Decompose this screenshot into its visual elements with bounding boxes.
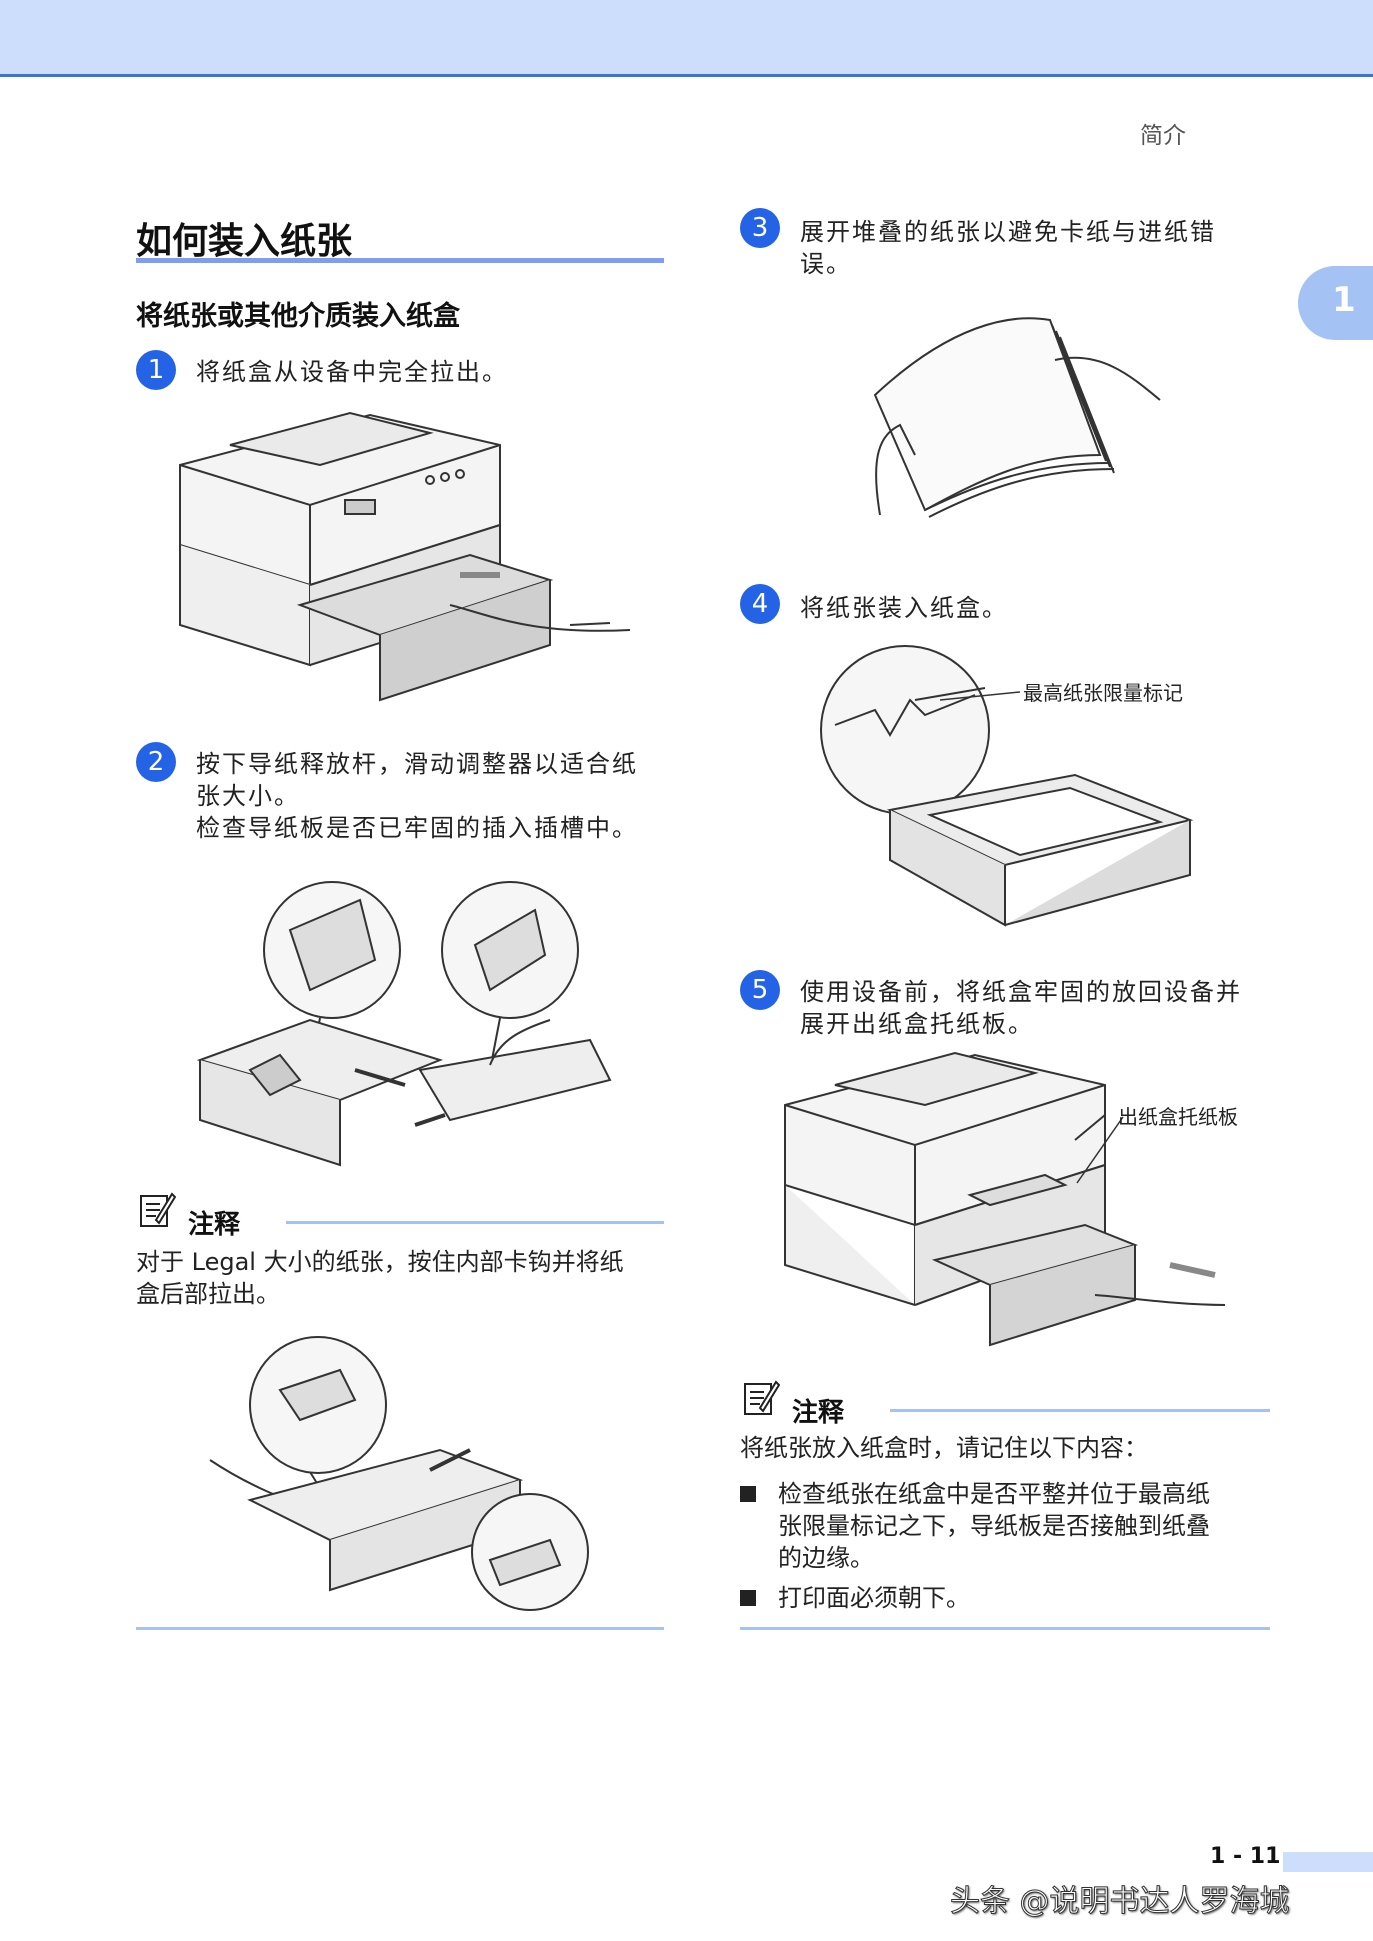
step-4-text: 将纸张装入纸盒。 xyxy=(800,592,1008,624)
step-1-text: 将纸盒从设备中完全拉出。 xyxy=(196,356,508,388)
step-5-line-2: 展开出纸盒托纸板。 xyxy=(800,1010,1034,1038)
step-4-number: 4 xyxy=(740,584,780,624)
bullet-2-line-1: 打印面必须朝下。 xyxy=(778,1584,970,1612)
step-1-number: 1 xyxy=(136,350,176,390)
note-heading: 注释 xyxy=(792,1398,845,1428)
legal-extension-illustration xyxy=(209,1336,589,1611)
note-rule xyxy=(286,1221,664,1224)
title-underline xyxy=(136,258,664,263)
bullet-1-line-2: 张限量标记之下，导纸板是否接触到纸叠 xyxy=(778,1512,1210,1540)
watermark: 头条 @说明书达人罗海城 xyxy=(950,1884,1291,1920)
page-title: 如何装入纸张 xyxy=(136,221,353,262)
step-1-line-1: 将纸盒从设备中完全拉出。 xyxy=(196,358,508,386)
output-support-leader-line xyxy=(1076,1116,1124,1184)
step-2-number: 2 xyxy=(136,742,176,782)
note-body: 对于 Legal 大小的纸张，按住内部卡钩并将纸 盒后部拉出。 xyxy=(136,1246,624,1310)
step-2-text: 按下导纸释放杆，滑动调整器以适合纸 张大小。 检查导纸板是否已牢固的插入插槽中。 xyxy=(196,748,638,844)
output-tray-support-label: 出纸盒托纸板 xyxy=(1118,1105,1238,1129)
step-3-number: 3 xyxy=(740,208,780,248)
note-bullet-1: 检查纸张在纸盒中是否平整并位于最高纸 张限量标记之下，导纸板是否接触到纸叠 的边… xyxy=(740,1478,1272,1578)
step-2-line-1: 按下导纸释放杆，滑动调整器以适合纸 xyxy=(196,750,638,778)
fan-paper-illustration xyxy=(873,317,1161,518)
note-heading: 注释 xyxy=(188,1210,241,1240)
max-paper-mark-label: 最高纸张限量标记 xyxy=(1023,681,1183,705)
note-bullet-2: 打印面必须朝下。 xyxy=(740,1582,1272,1616)
step-5-line-1: 使用设备前，将纸盒牢固的放回设备并 xyxy=(800,978,1242,1006)
load-paper-illustration xyxy=(820,645,1194,927)
right-bottom-rule xyxy=(740,1627,1270,1630)
adjust-guides-illustration xyxy=(196,881,612,1167)
section-label: 简介 xyxy=(1140,123,1186,149)
step-5-text: 使用设备前，将纸盒牢固的放回设备并 展开出纸盒托纸板。 xyxy=(800,976,1242,1040)
footer-band xyxy=(1283,1852,1373,1872)
reinsert-tray-illustration xyxy=(784,1051,1226,1347)
chapter-tab: 1 xyxy=(1298,266,1373,340)
page-number: 1 - 11 xyxy=(1210,1844,1281,1869)
step-2-line-3: 检查导纸板是否已牢固的插入插槽中。 xyxy=(196,814,638,842)
bullet-square-icon xyxy=(740,1486,756,1502)
step-3-line-1: 展开堆叠的纸张以避免卡纸与进纸错 xyxy=(800,218,1216,246)
step-3-line-2: 误。 xyxy=(800,250,852,278)
pull-out-tray-illustration xyxy=(179,411,631,702)
note-line-2: 盒后部拉出。 xyxy=(136,1280,280,1308)
step-5-number: 5 xyxy=(740,970,780,1010)
step-4-line-1: 将纸张装入纸盒。 xyxy=(800,594,1008,622)
note-pencil-icon xyxy=(140,1192,176,1227)
step-3-text: 展开堆叠的纸张以避免卡纸与进纸错 误。 xyxy=(800,216,1216,280)
note-rule xyxy=(890,1409,1270,1412)
note-intro: 将纸张放入纸盒时，请记住以下内容： xyxy=(740,1434,1148,1462)
header-band xyxy=(0,0,1373,77)
bullet-1-line-1: 检查纸张在纸盒中是否平整并位于最高纸 xyxy=(778,1480,1210,1508)
section-subtitle: 将纸张或其他介质装入纸盒 xyxy=(136,301,460,332)
note-pencil-icon xyxy=(744,1380,780,1415)
max-mark-leader-line xyxy=(940,691,1020,701)
note-line-1: 对于 Legal 大小的纸张，按住内部卡钩并将纸 xyxy=(136,1248,624,1276)
chapter-number: 1 xyxy=(1332,280,1356,320)
bullet-1-line-3: 的边缘。 xyxy=(778,1544,874,1572)
left-bottom-rule xyxy=(136,1627,664,1630)
step-2-line-2: 张大小。 xyxy=(196,782,300,810)
bullet-square-icon xyxy=(740,1590,756,1606)
